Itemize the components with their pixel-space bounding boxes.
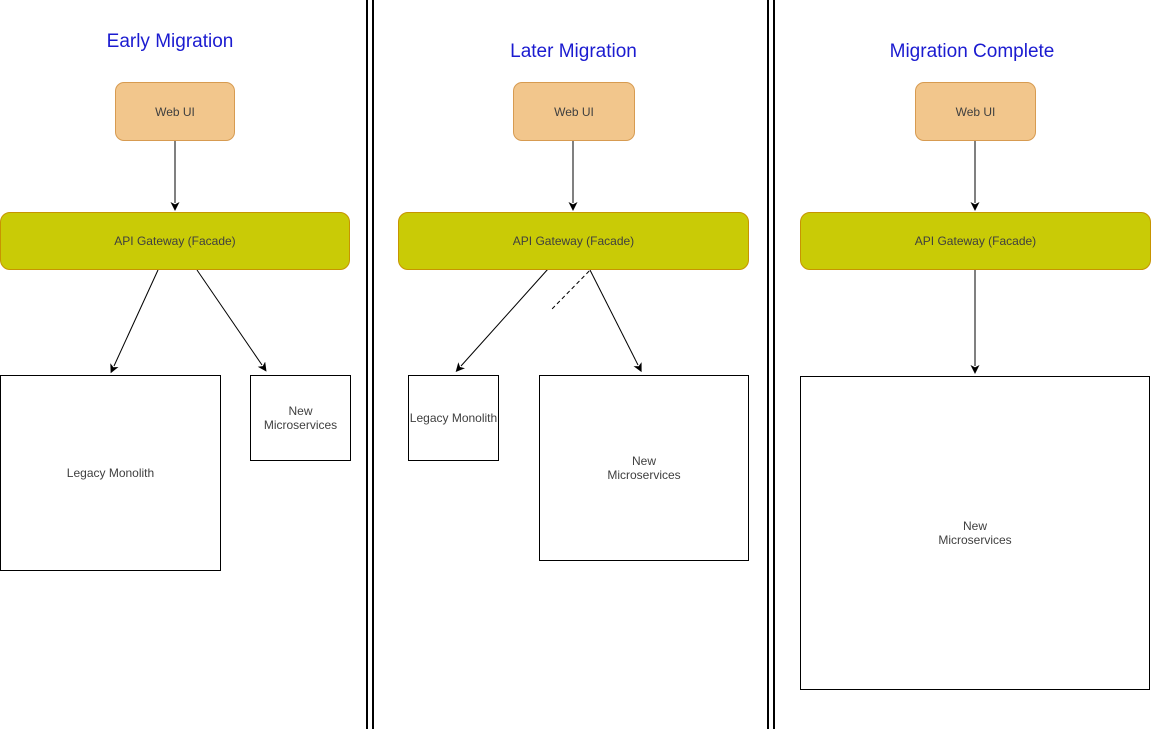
legacy-monolith-node: Legacy Monolith — [0, 375, 221, 571]
api-gateway-node: API Gateway (Facade) — [0, 212, 350, 270]
panel-divider-line — [366, 0, 368, 729]
web-ui-node: Web UI — [915, 82, 1036, 141]
edge-gateway-to-microservices-2 — [589, 269, 642, 373]
new-microservices-node: New Microservices — [800, 376, 1150, 690]
panel-divider-line — [773, 0, 775, 729]
api-gateway-node: API Gateway (Facade) — [398, 212, 749, 270]
edge-gateway-to-microservices-1 — [196, 269, 267, 372]
new-microservices-node: New Microservices — [539, 375, 749, 561]
new-microservices-node: New Microservices — [250, 375, 351, 461]
legacy-monolith-node: Legacy Monolith — [408, 375, 499, 461]
web-ui-node: Web UI — [115, 82, 235, 141]
web-ui-node: Web UI — [513, 82, 635, 141]
api-gateway-node: API Gateway (Facade) — [800, 212, 1151, 270]
panel-title-migration-complete: Migration Complete — [889, 41, 1055, 62]
edge-gateway-to-legacy-2 — [455, 268, 549, 372]
panel-divider-line — [372, 0, 374, 729]
panel-title-early-migration: Early Migration — [106, 31, 234, 52]
edge-gateway-to-legacy-1 — [110, 269, 159, 374]
panel-title-later-migration: Later Migration — [510, 41, 637, 62]
panel-divider-line — [767, 0, 769, 729]
